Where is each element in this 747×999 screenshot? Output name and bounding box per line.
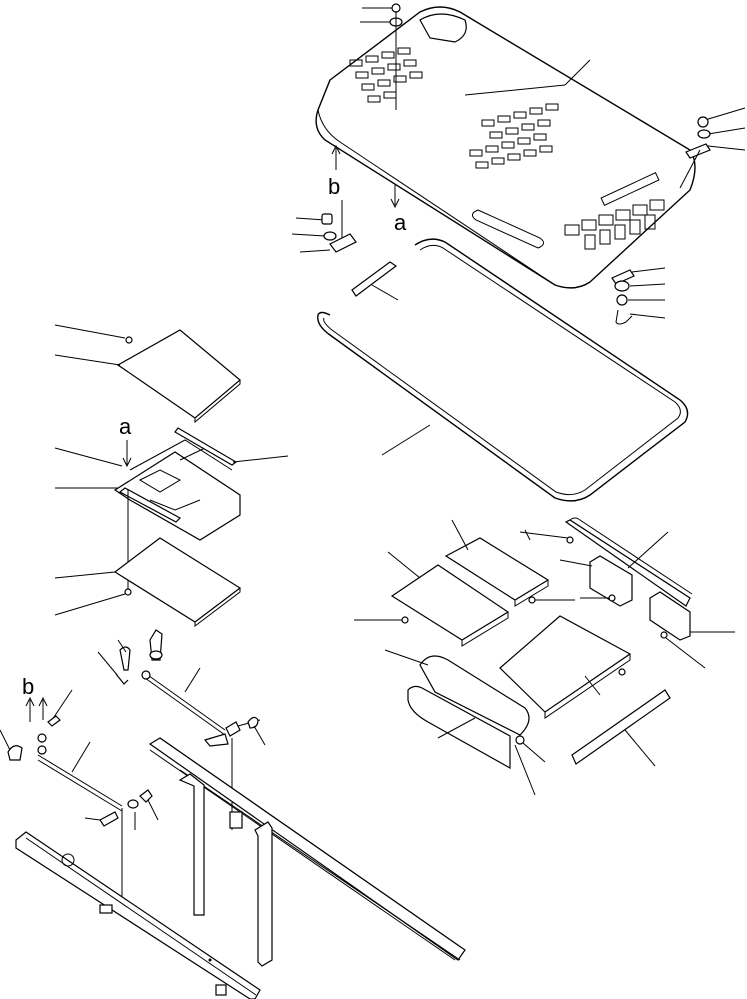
insulation-pad-lower	[54, 537, 242, 628]
insulation-pad-upper	[54, 324, 241, 424]
bracket-frame-left: a	[54, 414, 289, 590]
hinge-bracket-left	[291, 213, 357, 253]
frame-member-upper	[148, 737, 466, 967]
support-stay-left: b	[0, 674, 159, 900]
hood-vent-slots	[349, 47, 665, 250]
insulation-pad-set-right	[354, 517, 735, 796]
hood-seal	[317, 238, 689, 502]
svg-text:a: a	[394, 210, 407, 235]
svg-text:a: a	[119, 414, 132, 439]
reference-a-top: a	[390, 185, 407, 235]
svg-text:b: b	[328, 174, 340, 199]
reference-b-top: b	[328, 144, 343, 240]
hood-latch-right	[611, 267, 666, 325]
hood-bolt-top	[360, 3, 403, 110]
support-stay-rod	[97, 629, 266, 830]
engine-hood	[315, 6, 696, 289]
svg-text:b: b	[22, 674, 34, 699]
hinge-bracket-right	[679, 107, 746, 189]
frame-member-lower	[15, 831, 261, 999]
